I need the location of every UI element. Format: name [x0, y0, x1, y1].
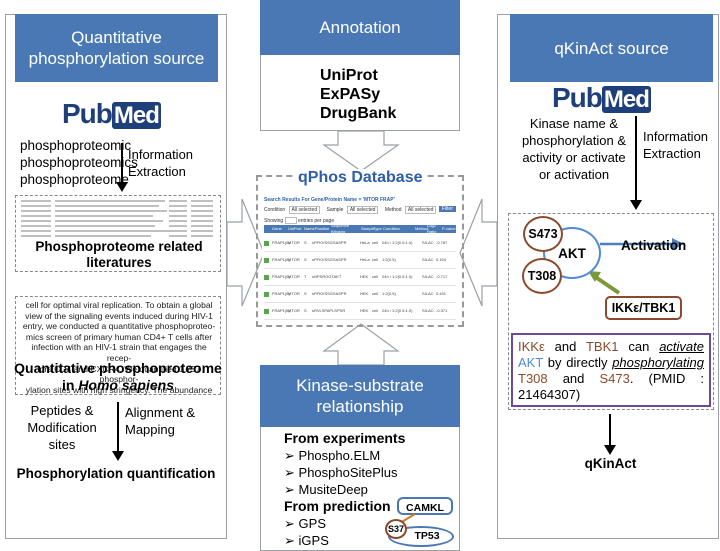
- evidence-sentence: IKKε and TBK1 can activate AKT by direct…: [511, 333, 711, 407]
- annotation-source-item: ExPASy: [320, 86, 381, 103]
- literature-label: Phosphoproteome related literatures: [35, 239, 203, 270]
- kinase-header: Kinase-substrate relationship: [260, 365, 460, 427]
- expand-icon[interactable]: [264, 291, 269, 297]
- expand-icon[interactable]: [264, 257, 269, 263]
- db-filters: Condition All selected Sample All select…: [264, 206, 456, 214]
- annotation-down-arrow: [322, 130, 400, 172]
- annotation-source-item: UniProt: [320, 67, 378, 84]
- abstract-line: ylation sites with high stringency. The …: [25, 384, 213, 395]
- pubmed-logo: PubMed: [62, 98, 161, 129]
- s473-site: S473: [523, 216, 563, 252]
- table-row[interactable]: FRAP1(8) MTOR S sPFKVSSGSASPR HeLa cell …: [264, 252, 456, 269]
- kinase-title: Kinase-substrate relationship: [296, 376, 424, 416]
- qkinact-result-arrow: [604, 414, 616, 455]
- t308-site: T308: [522, 258, 562, 294]
- db-table-header: Gene UniProt Name Position Sequence Wind…: [264, 223, 456, 234]
- ikk-tbk1-box: IKKε/TBK1: [605, 296, 682, 320]
- db-screenshot: Search Results For Gene/Protein Name = '…: [262, 195, 458, 323]
- right-to-db-arrow: [459, 198, 498, 307]
- quant-phosphoproteome-label: Quantitative phosphoproteome in Homo sap…: [14, 360, 222, 393]
- qkinact-header: qKinAct source: [510, 14, 713, 82]
- phosphorylation-quantification-label: Phosphorylation quantification: [16, 466, 216, 481]
- quant-source-title: Quantitative phosphorylation source: [28, 28, 205, 68]
- alignment-label: Alignment & Mapping: [125, 405, 196, 437]
- table-row[interactable]: FRAP1(8) MTOR T sNPSRGGTAKT HEK cell 24h…: [264, 269, 456, 286]
- info-extraction-label: Information Extraction: [128, 147, 194, 179]
- expand-icon[interactable]: [264, 240, 269, 246]
- kinase-sources: From experiments ➢ Phospho.ELM ➢ Phospho…: [284, 430, 454, 549]
- abstract-line: entry, we conducted a quantitative phosp…: [22, 321, 216, 332]
- kinase-up-arrow: [322, 323, 400, 366]
- prediction-item: ➢ iGPS: [284, 533, 329, 548]
- keyword-item: phosphoproteomics: [20, 155, 138, 170]
- abstract-line: cell for optimal viral replication. To o…: [25, 300, 213, 310]
- db-show-entries: Showing entries per page: [264, 217, 335, 224]
- experiments-label: From experiments: [284, 430, 406, 446]
- annotation-title: Annotation: [319, 18, 401, 37]
- db-filter-select[interactable]: All selected: [288, 206, 321, 214]
- abstract-text: cell for optimal viral replication. To o…: [20, 300, 218, 395]
- db-search-title: Search Results For Gene/Protein Name = '…: [264, 197, 395, 203]
- qkinact-criteria: Kinase name & phosphorylation & activity…: [521, 116, 627, 182]
- s37-site: S37: [385, 519, 407, 539]
- keyword-item: phosphoproteome: [20, 172, 129, 187]
- abstract-box: cell for optimal viral replication. To o…: [15, 296, 221, 395]
- experiment-item: ➢ Phospho.ELM: [284, 448, 381, 463]
- peptides-label: Peptides & Modification sites: [27, 403, 97, 452]
- qkinact-title: qKinAct source: [554, 38, 669, 58]
- pubmed-logo: PubMed: [552, 82, 651, 113]
- expand-icon[interactable]: [264, 308, 269, 314]
- literature-box: Phosphoproteome related literatures: [15, 195, 221, 272]
- abstract-line: view of the signaling events induced dur…: [25, 310, 213, 321]
- mapping-arrow: [112, 402, 124, 461]
- db-filter-select[interactable]: All selected: [346, 206, 379, 214]
- expand-icon[interactable]: [264, 274, 269, 280]
- annotation-sources: UniProt ExPASy DrugBank: [320, 66, 396, 123]
- qkinact-extraction-arrow: [630, 116, 642, 210]
- annotation-header: Annotation: [260, 0, 460, 55]
- abstract-line: infection with an HIV-1 strain that enga…: [31, 342, 207, 363]
- ikk-arrowhead: [588, 271, 601, 282]
- pathway-box: [508, 213, 714, 410]
- keyword-list: phosphoproteomic phosphoproteomics phosp…: [20, 137, 138, 188]
- db-filter-select[interactable]: All selected: [404, 206, 437, 214]
- experiment-item: ➢ MusiteDeep: [284, 482, 368, 497]
- table-row[interactable]: FRAP1(8) MTOR S sPFKVSSGSASPR HEK cell 1…: [264, 286, 456, 303]
- activation-arrowhead: [672, 238, 684, 250]
- abstract-line: tors CD4 and CXCR4. We quantified 1,757 …: [37, 363, 201, 385]
- ikk-arrow-line: [592, 274, 621, 295]
- db-table-body: FRAP1(8) MTOR S sPFKVSSGSASPR HeLa cell …: [264, 235, 456, 320]
- camkl-box: CAMKL: [397, 497, 453, 515]
- literature-thumbnail: [21, 200, 213, 237]
- prediction-item: ➢ GPS: [284, 516, 326, 531]
- akt-pathway: [588, 238, 684, 295]
- table-row[interactable]: FRAP1(8) MTOR S sRVLSPAPLSPSR HEK cell 2…: [264, 303, 456, 320]
- db-label: qPhos Database: [294, 169, 427, 187]
- experiment-item: ➢ PhosphoSitePlus: [284, 465, 398, 480]
- prediction-label: From prediction: [284, 498, 391, 514]
- extraction-arrow: [116, 143, 128, 192]
- annotation-source-item: DrugBank: [320, 105, 397, 122]
- keyword-item: phosphoproteomic: [20, 138, 132, 153]
- quant-source-header: Quantitative phosphorylation source: [15, 14, 218, 82]
- db-entries-select[interactable]: [284, 217, 297, 224]
- qkinact-info-extraction: Information Extraction: [643, 129, 709, 161]
- activation-label: Activation: [621, 238, 687, 253]
- abstract-line: mics screen of primary human CD4+ T cell…: [25, 331, 213, 342]
- db-filter-button[interactable]: Filter: [438, 206, 456, 212]
- table-row[interactable]: FRAP1(8) MTOR S sPFKVSSGSASPR HeLa cell …: [264, 235, 456, 252]
- qkinact-result-label: qKinAct: [584, 456, 637, 471]
